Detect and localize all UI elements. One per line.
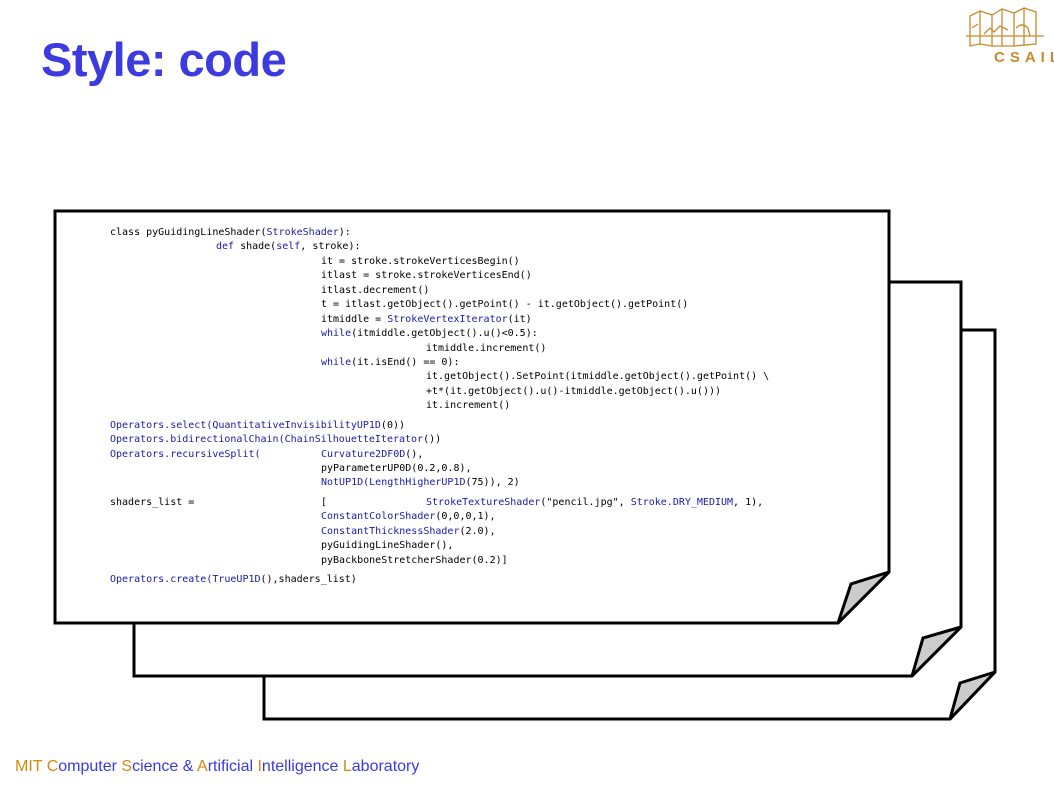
code-text: itlast.decrement(): [321, 284, 430, 296]
code-text: ("pencil.jpg",: [540, 496, 631, 508]
footer-initial: I: [257, 758, 262, 775]
footer-initial: S: [121, 758, 133, 775]
code-text: (),: [405, 448, 424, 460]
code-block: class pyGuidingLineShader(StrokeShader):…: [110, 226, 870, 588]
code-line: ConstantColorShader(0,0,0,1),: [110, 510, 870, 524]
code-text: itmiddle.increment(): [426, 342, 547, 354]
code-line: pyBackboneStretcherShader(0.2)]: [110, 554, 870, 568]
code-line: it.getObject().SetPoint(itmiddle.getObje…: [110, 370, 870, 384]
code-line: class pyGuidingLineShader(StrokeShader):: [110, 226, 870, 240]
code-line: Operators.recursiveSplit( Curvature2DF0D(…: [110, 448, 870, 462]
code-line: it = stroke.strokeVerticesBegin(): [110, 255, 870, 269]
code-keyword: Curvature2DF0D: [321, 448, 406, 460]
code-keyword: StrokeVertexIterator: [387, 313, 508, 325]
code-text: pyParameterUP0D(0.2,0.8),: [321, 463, 472, 474]
slide-title: Style: code: [41, 33, 287, 86]
footer-lab-name: MIT Computer Science & Artificial Intell…: [15, 758, 419, 776]
code-line: NotUP1D(LengthHigherUP1D(75)), 2): [110, 476, 870, 490]
code-keyword: ChainSilhouetteIterator: [284, 434, 424, 446]
code-text: it.getObject().SetPoint(itmiddle.getObje…: [426, 371, 770, 383]
code-line: Operators.select(QuantitativeInvisibilit…: [110, 419, 870, 433]
code-keyword: ConstantColorShader: [321, 511, 436, 523]
csail-logo-icon: [966, 7, 1044, 47]
code-line: itmiddle = StrokeVertexIterator(it): [110, 313, 870, 327]
code-line: itlast.decrement(): [110, 284, 870, 298]
code-text: pyGuidingLineShader(),: [321, 540, 454, 552]
code-keyword: Stroke.DRY_MEDIUM: [630, 496, 734, 508]
code-line: +t*(it.getObject().u()-itmiddle.getObjec…: [110, 385, 870, 399]
code-text: itlast = stroke.strokeVerticesEnd(): [321, 270, 532, 282]
code-text: , stroke):: [300, 241, 361, 253]
code-keyword: self: [276, 241, 301, 253]
code-text: (75)), 2): [465, 477, 520, 489]
code-text: (it.isEnd() == 0):: [351, 356, 460, 368]
code-text: +t*(it.getObject().u()-itmiddle.getObjec…: [426, 385, 722, 397]
footer-word: ntelligence: [261, 758, 343, 775]
code-keyword: TrueUP1D: [212, 574, 261, 586]
footer-initial: MIT: [15, 758, 47, 775]
code-keyword: StrokeTextureShader: [426, 496, 541, 508]
code-text: (),shaders_list): [260, 574, 357, 586]
code-line: def shade(self, stroke):: [110, 240, 870, 254]
code-keyword: Operators.recursiveSplit(: [110, 448, 261, 460]
code-text: (0,0,0,1),: [435, 511, 496, 523]
footer-word: aboratory: [351, 758, 420, 775]
code-line: pyGuidingLineShader(),: [110, 539, 870, 553]
code-line: itmiddle.increment(): [110, 342, 870, 356]
code-text: (itmiddle.getObject().u()<0.5):: [351, 328, 538, 340]
code-line: it.increment(): [110, 399, 870, 413]
code-line: while(it.isEnd() == 0):: [110, 356, 870, 370]
code-keyword: ConstantThicknessShader: [321, 525, 460, 537]
code-text: (2.0),: [459, 525, 496, 537]
footer-word: rtificial: [207, 758, 258, 775]
code-text: shade(: [234, 241, 277, 253]
code-text: it = stroke.strokeVerticesBegin(): [321, 255, 520, 267]
code-keyword: def: [216, 241, 235, 253]
code-text: t = itlast.getObject().getPoint() - it.g…: [321, 299, 689, 311]
code-line: itlast = stroke.strokeVerticesEnd(): [110, 269, 870, 283]
code-text: ):: [338, 227, 351, 238]
footer-word: omputer: [58, 758, 122, 775]
footer-initial: L: [342, 758, 352, 775]
code-keyword: LengthHigherUP1D: [369, 477, 466, 489]
code-keyword: while: [321, 356, 352, 368]
code-text: ()): [423, 434, 442, 446]
code-line: while(itmiddle.getObject().u()<0.5):: [110, 327, 870, 341]
code-text: class pyGuidingLineShader(: [110, 227, 267, 238]
code-text: itmiddle =: [321, 313, 388, 325]
footer-initial: C: [46, 758, 59, 775]
code-line: shaders_list = [ StrokeTextureShader("penc…: [110, 496, 870, 510]
code-text: it.increment(): [426, 400, 511, 412]
code-keyword: StrokeShader: [266, 227, 339, 238]
code-line: ConstantThicknessShader(2.0),: [110, 525, 870, 539]
code-text: shaders_list =: [110, 496, 195, 508]
code-keyword: QuantitativeInvisibilityUP1D: [212, 419, 381, 431]
code-line: pyParameterUP0D(0.2,0.8),: [110, 462, 870, 476]
code-keyword: Operators.create(: [110, 574, 213, 586]
code-text: [: [321, 496, 328, 508]
footer-word: cience &: [132, 758, 198, 775]
code-text: (0)): [380, 419, 406, 431]
code-keyword: Operators.bidirectionalChain(: [110, 434, 285, 446]
code-keyword: while: [321, 328, 352, 340]
code-text: pyBackboneStretcherShader(0.2)]: [321, 554, 508, 566]
code-line: Operators.create(TrueUP1D(),shaders_list…: [110, 573, 870, 587]
code-text: (it): [507, 313, 532, 325]
code-keyword: Operators.select(: [110, 419, 213, 431]
code-keyword: NotUP1D(: [321, 477, 370, 489]
csail-logo-text: CSAIL: [994, 49, 1054, 66]
code-line: Operators.bidirectionalChain(ChainSilhou…: [110, 433, 870, 447]
code-text: , 1),: [733, 496, 764, 508]
code-line: t = itlast.getObject().getPoint() - it.g…: [110, 298, 870, 312]
footer-initial: A: [197, 758, 208, 775]
page-front: [53, 209, 891, 625]
